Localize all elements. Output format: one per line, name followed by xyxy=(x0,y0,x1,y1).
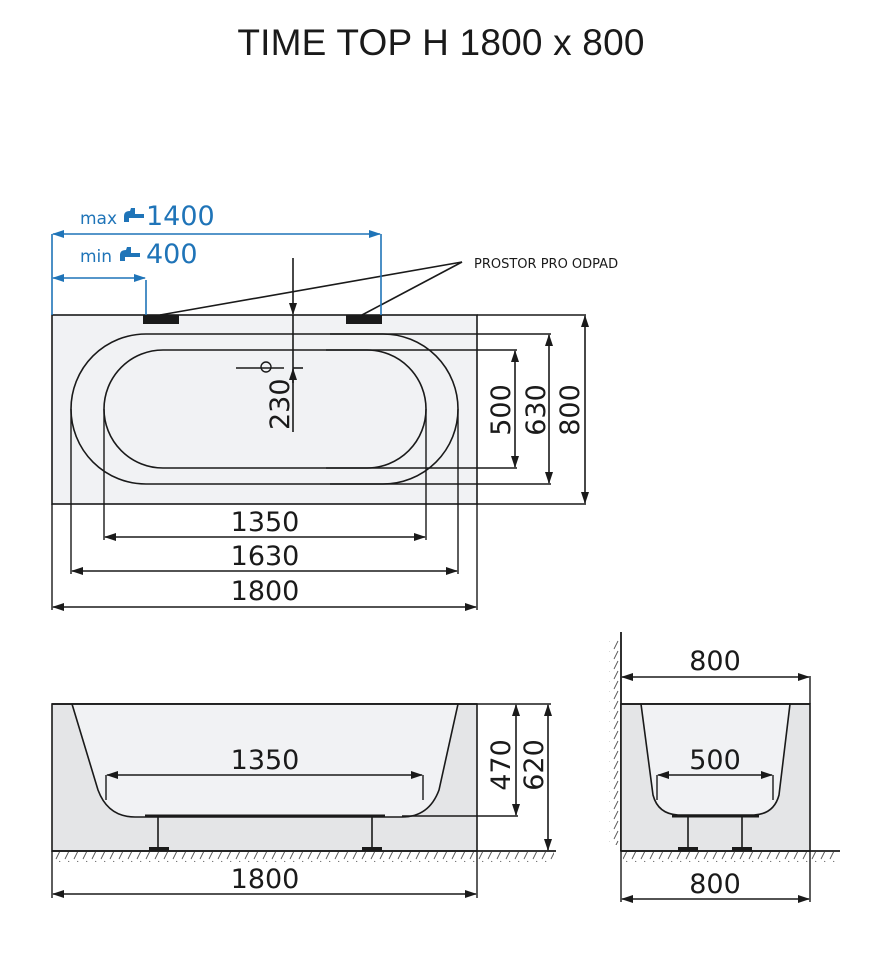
side-total-length: 1800 xyxy=(231,864,300,895)
height-630: 630 xyxy=(521,384,552,436)
width-1350: 1350 xyxy=(231,507,300,538)
faucet-icon xyxy=(120,247,140,261)
min-value: 400 xyxy=(146,239,198,270)
end-view: 800 500 800 xyxy=(609,632,840,903)
end-inner-width: 500 xyxy=(689,745,741,776)
width-1630: 1630 xyxy=(231,541,300,572)
basin-profile-side xyxy=(70,703,459,818)
height-500: 500 xyxy=(486,384,517,436)
height-800: 800 xyxy=(555,384,586,436)
side-view: 1350 1800 470 620 xyxy=(51,703,556,898)
width-1800: 1800 xyxy=(231,576,300,607)
overflow-symbol xyxy=(260,361,272,373)
side-depth: 470 xyxy=(486,739,517,791)
end-top-width: 800 xyxy=(689,646,741,677)
max-value: 1400 xyxy=(146,201,215,232)
top-view: PROSTOR PRO ODPAD max 1400 min 400 230 xyxy=(51,201,618,611)
overflow-offset-dimension: 230 xyxy=(265,378,296,430)
tub-outline-top xyxy=(51,314,478,505)
side-inner-length: 1350 xyxy=(231,745,300,776)
faucet-icon xyxy=(124,208,144,222)
max-label: max xyxy=(80,209,117,229)
waste-space-right xyxy=(346,315,382,324)
min-label: min xyxy=(80,247,112,267)
waste-space-left xyxy=(143,315,179,324)
side-height: 620 xyxy=(519,739,550,791)
waste-space-label: PROSTOR PRO ODPAD xyxy=(474,257,618,272)
end-bottom-width: 800 xyxy=(689,869,741,900)
page-title: TIME TOP H 1800 x 800 xyxy=(237,22,645,63)
